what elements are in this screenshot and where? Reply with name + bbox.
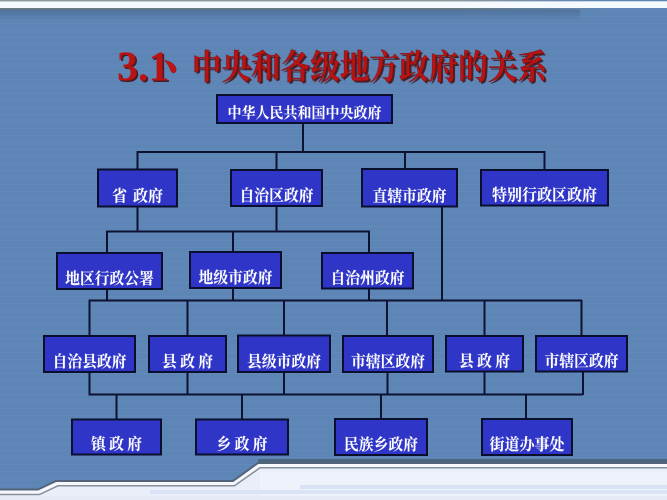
svg-text:3.1: 3.1 xyxy=(117,45,170,91)
svg-text:3.1: 3.1 xyxy=(119,46,172,92)
